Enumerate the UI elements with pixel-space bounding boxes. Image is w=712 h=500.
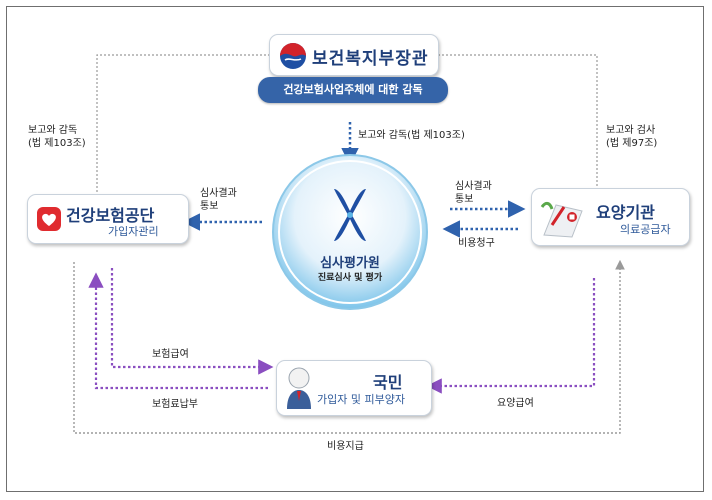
label-insurance-benefit: 보험급여 — [152, 349, 189, 360]
label-review-notice-left-2: 통보 — [200, 201, 219, 212]
label-cost-claim: 비용청구 — [458, 238, 495, 249]
insurer-node: 건강보험공단 가입자관리 — [27, 194, 189, 244]
hira-name: 심사평가원 — [320, 256, 380, 271]
ministry-name: 보건복지부장관 — [312, 49, 429, 69]
citizen-sub: 가입자 및 피부양자 — [317, 393, 405, 406]
label-review-notice-right: 심사결과 — [455, 181, 492, 192]
arrow-care-benefit — [426, 278, 596, 394]
provider-node: 요양기관 의료공급자 — [531, 188, 690, 246]
insurer-name: 건강보험공단 — [66, 206, 155, 225]
person-avatar-icon — [287, 367, 311, 409]
arrow-insurance-benefit — [110, 268, 274, 375]
arrow-premium-payment — [88, 272, 268, 390]
label-review-notice-right-2: 통보 — [455, 194, 474, 205]
ministry-banner: 건강보험사업주체에 대한 감독 — [258, 77, 448, 103]
label-report-inspect-right-law: (법 제97조) — [606, 138, 658, 149]
hira-circle — [272, 154, 428, 310]
medical-kit-icon — [540, 201, 583, 238]
insurer-sub: 가입자관리 — [108, 225, 159, 238]
label-care-benefit: 요양급여 — [497, 398, 534, 409]
label-report-supervise-left: 보고와 감독 — [28, 125, 78, 136]
citizen-name: 국민 — [373, 373, 403, 392]
label-cost-payment: 비용지급 — [327, 441, 364, 452]
ministry-banner-text: 건강보험사업주체에 대한 감독 — [283, 83, 423, 96]
provider-sub: 의료공급자 — [620, 223, 671, 236]
label-review-notice-left: 심사결과 — [200, 188, 237, 199]
line-ministry-provider — [438, 54, 598, 187]
label-report-inspect-right: 보고와 검사 — [606, 125, 656, 136]
label-report-supervise-center: 보고와 감독(법 제103조) — [358, 130, 465, 141]
ministry-node: 보건복지부장관 — [269, 34, 439, 76]
label-report-supervise-left-law: (법 제103조) — [28, 138, 86, 149]
citizen-node: 국민 가입자 및 피부양자 — [276, 360, 432, 416]
hira-sub: 진료심사 및 평가 — [317, 273, 383, 283]
line-ministry-insurer — [96, 54, 270, 193]
label-premium-payment: 보험료납부 — [152, 399, 198, 410]
heart-logo-icon — [37, 207, 61, 231]
provider-name: 요양기관 — [596, 203, 655, 222]
arrow-cost-payment — [73, 259, 625, 434]
hira-logo-icon — [334, 189, 366, 241]
government-emblem-icon — [280, 43, 306, 69]
